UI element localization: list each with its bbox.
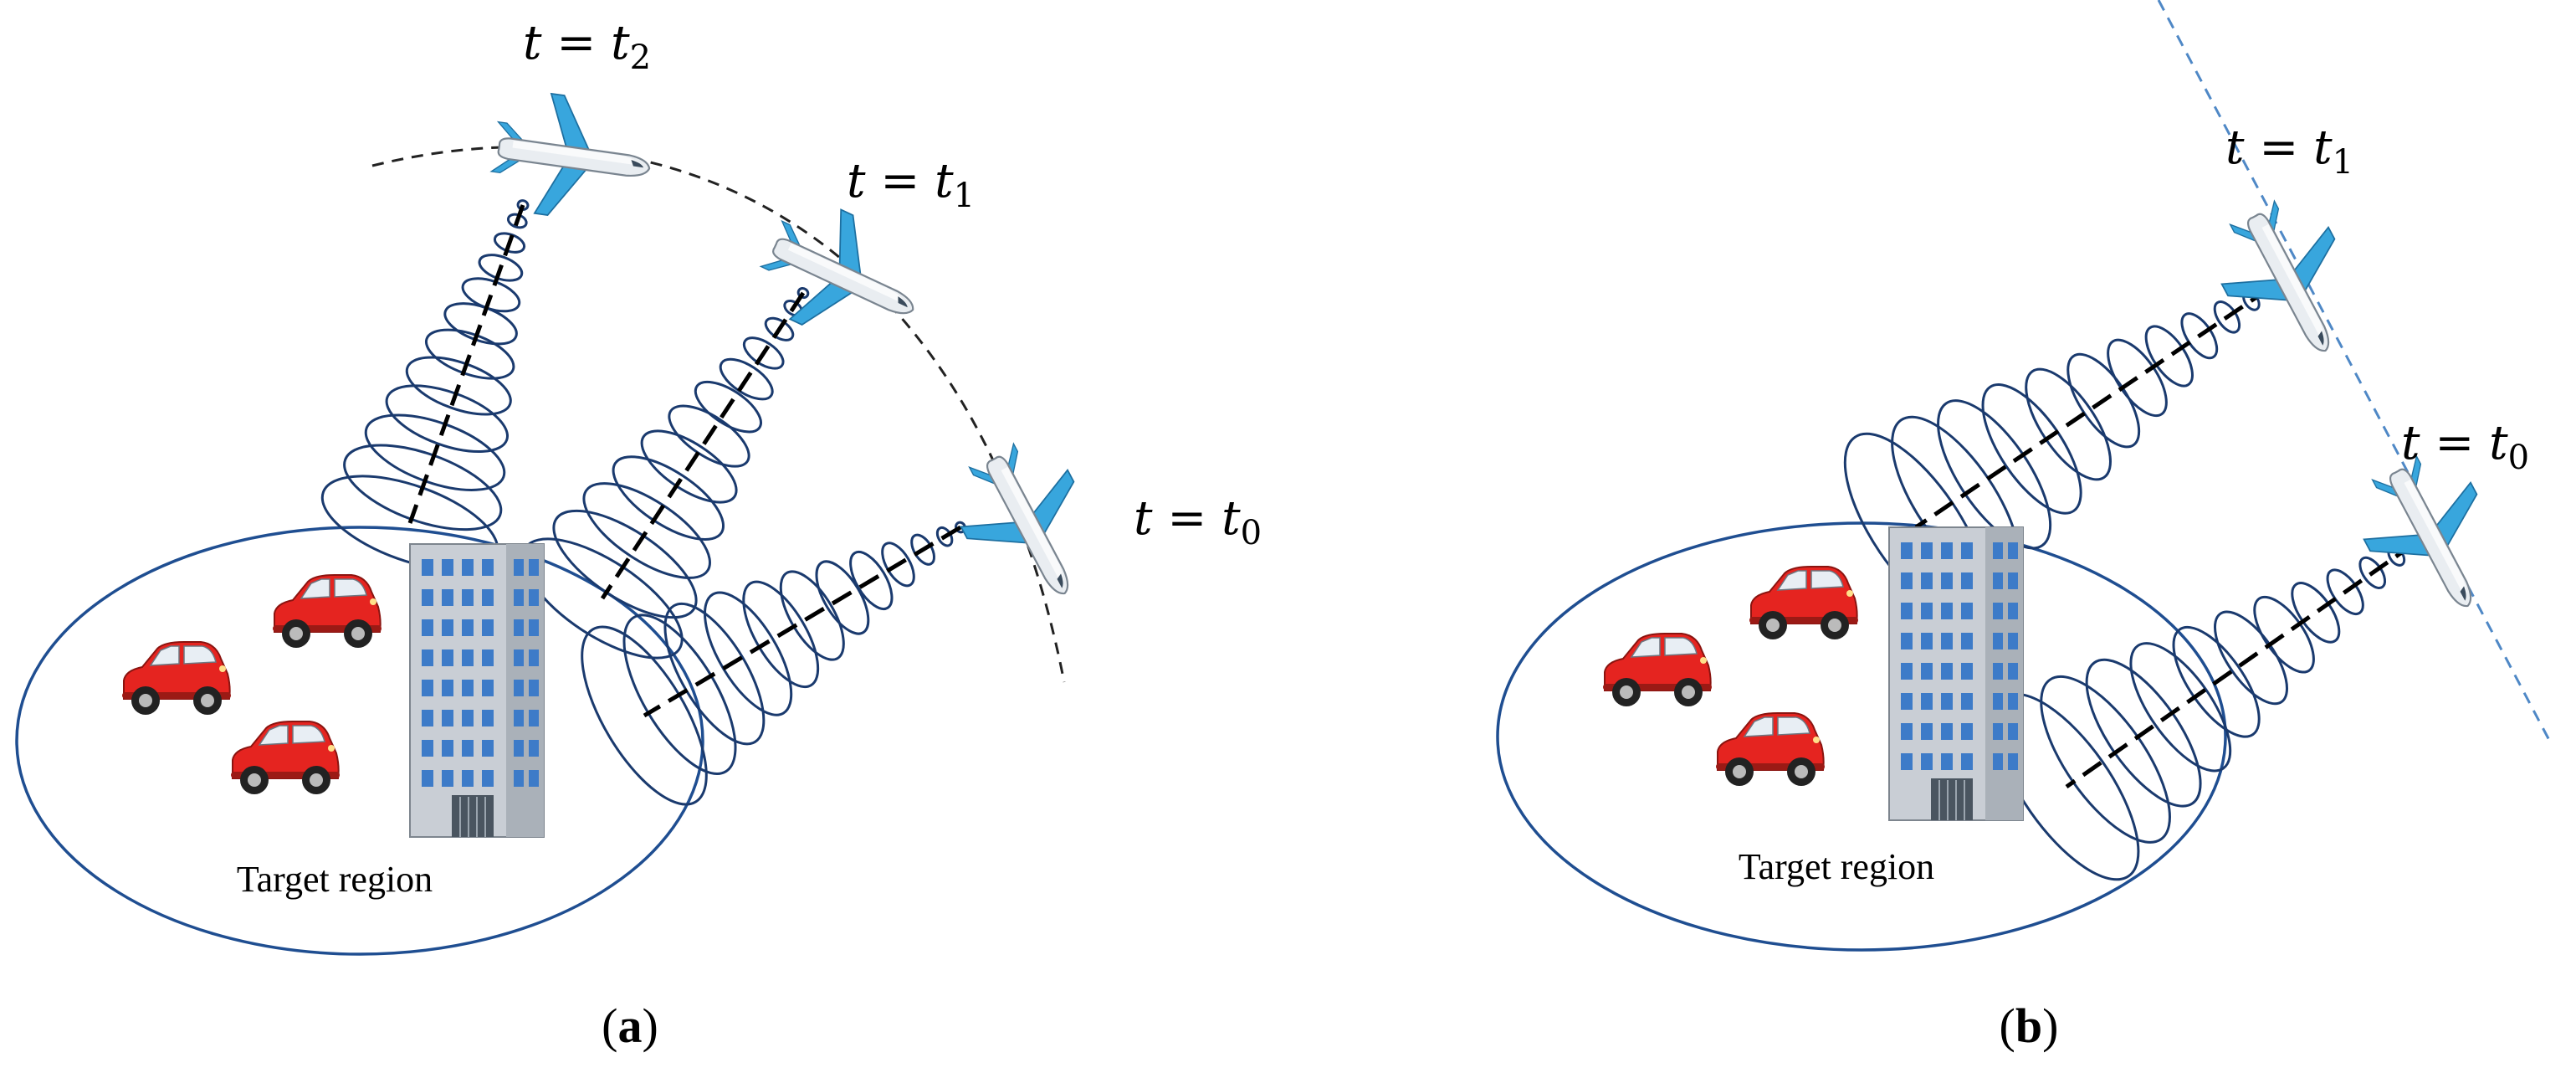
beam-t0	[1993, 537, 2420, 881]
time-label: t = t1	[2225, 121, 2353, 182]
beam-t1	[1843, 282, 2276, 623]
car-icon	[1749, 566, 1859, 640]
beam-footprint-ring	[815, 560, 870, 635]
time-label: t = t0	[1134, 491, 1262, 552]
time-label: t = t0	[2401, 416, 2529, 477]
beam-footprint-ring	[2253, 595, 2315, 674]
car-icon	[230, 721, 341, 795]
beam-t2	[320, 199, 530, 572]
car-icon	[1715, 712, 1826, 787]
region-label: Target region	[237, 859, 433, 900]
airplane-icon	[2198, 183, 2380, 380]
beam-footprint-ring	[582, 482, 711, 579]
beam-footprint-ring	[2129, 642, 2232, 773]
panel-caption: (a)	[602, 999, 658, 1053]
region-label: Target region	[1739, 846, 1934, 887]
airplane-icon	[485, 85, 659, 229]
car-icon	[121, 641, 232, 716]
beam-footprint-ring	[704, 591, 793, 716]
car-icon	[1602, 633, 1713, 707]
straight-trajectory	[2157, 0, 2553, 746]
car-icon	[272, 574, 382, 649]
beam-footprint-ring	[694, 380, 762, 434]
time-label: t = t2	[523, 16, 651, 77]
time-label: t = t1	[847, 154, 975, 215]
beam-footprint-ring	[2144, 325, 2194, 388]
building-icon	[1888, 526, 2024, 821]
beam-center-line	[2065, 542, 2415, 789]
beam-t0	[581, 521, 966, 806]
target-region-ellipse	[15, 526, 704, 956]
building-icon	[409, 543, 545, 838]
beam-center-line	[1914, 286, 2271, 530]
panel-b: t = t1 t = t0 Target region (b)	[1496, 0, 2553, 1053]
panel-caption: (b)	[2000, 999, 2059, 1053]
beam-t1	[521, 286, 810, 660]
beam-footprint-ring	[424, 328, 515, 380]
beam-footprint-ring	[443, 302, 518, 346]
beam-center-line	[407, 204, 525, 524]
beam-center-line	[600, 291, 806, 600]
panel-a: t = t2 t = t1 t = t0 Target region (a)	[15, 16, 1262, 1053]
beam-center-line	[643, 525, 962, 718]
beam-footprint-ring	[2291, 582, 2341, 644]
